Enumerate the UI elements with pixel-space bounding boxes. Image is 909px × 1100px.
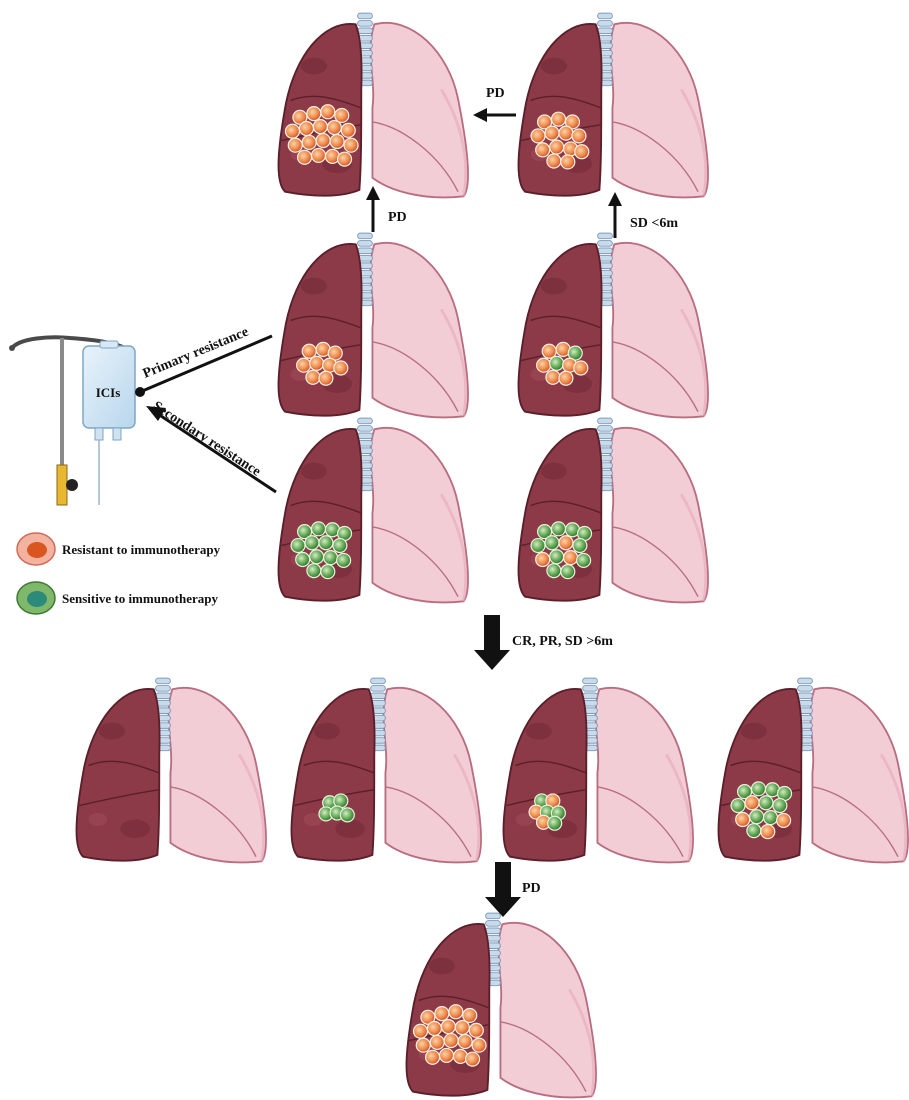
lung-row4-1: [76, 678, 266, 862]
legend-sensitive-icon: [17, 582, 55, 614]
legend-sensitive-label: Sensitive to immunotherapy: [62, 591, 219, 606]
arrow-response-down: [474, 615, 510, 670]
lung-row2-left: [278, 233, 468, 417]
legend-resistant-icon: [17, 533, 55, 565]
lung-row1-right: [518, 13, 708, 197]
lung-row2-right: [518, 233, 708, 417]
pd-left-label: PD: [388, 210, 407, 225]
secondary-resistance-label: Secondary resistance: [150, 399, 263, 480]
arrow-pd-left: [473, 108, 516, 122]
lung-row4-2: [291, 678, 481, 862]
lung-row1-left: [278, 13, 468, 197]
legend: Resistant to immunotherapy Sensitive to …: [17, 533, 221, 614]
lung-row3-right: [518, 418, 708, 602]
sd-short-label: SD <6m: [630, 216, 678, 231]
arrow-pd-down: [485, 862, 521, 917]
lung-row4-4: [718, 678, 908, 862]
iv-bag: [83, 341, 135, 505]
arrow-sd-up-right: [608, 192, 622, 238]
response-label: CR, PR, SD >6m: [512, 634, 613, 649]
pd-top-label: PD: [486, 86, 505, 101]
legend-resistant-label: Resistant to immunotherapy: [62, 542, 221, 557]
arrow-pd-up-left: [366, 186, 380, 232]
icis-label: ICIs: [96, 385, 121, 400]
lung-row4-3: [503, 678, 693, 862]
pd-bottom-label: PD: [522, 881, 541, 896]
lung-row3-left: [278, 418, 468, 602]
lung-row5: [406, 913, 596, 1097]
